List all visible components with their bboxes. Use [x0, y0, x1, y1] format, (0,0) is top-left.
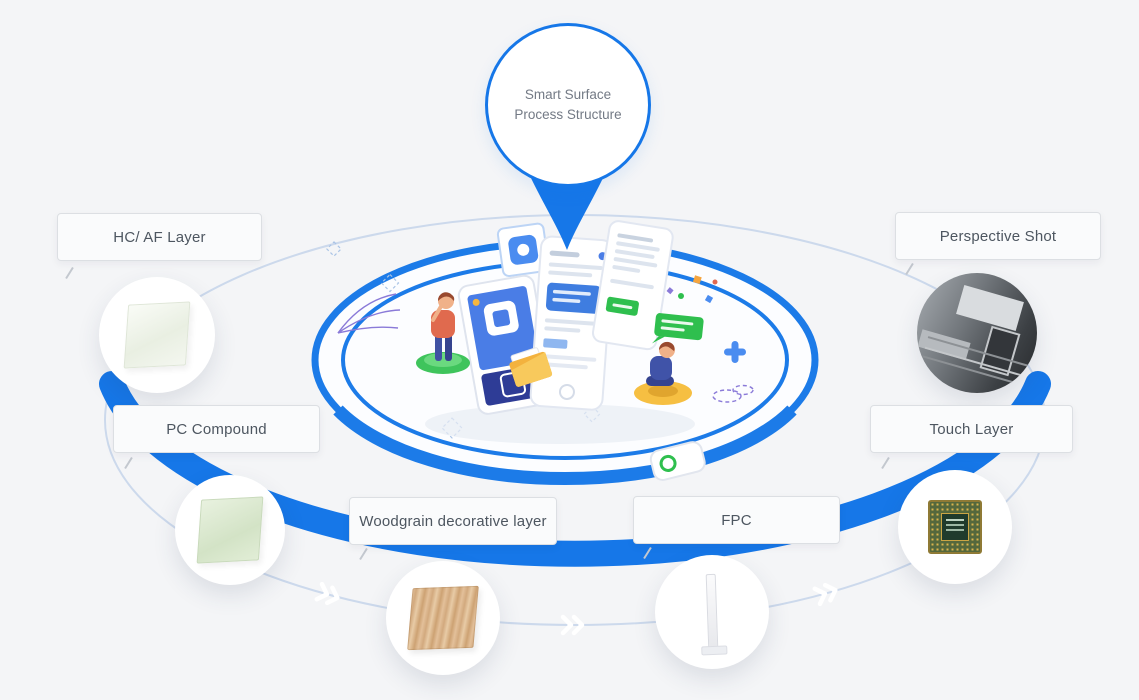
- sitting-person-illustration: [634, 341, 692, 405]
- chevron-right-icon: [560, 614, 585, 636]
- chevron-right-icon: [812, 582, 838, 607]
- circuit-photo-thumbnail: [917, 273, 1037, 393]
- node-perspective-shot: [917, 273, 1037, 393]
- device-box-illustration: [649, 441, 706, 481]
- chevron-right-icon: [314, 581, 340, 606]
- device-shadow: [425, 404, 695, 444]
- fpc-strip-thumbnail: [705, 573, 719, 651]
- pin-title: Smart Surface Process Structure: [485, 23, 651, 187]
- cpu-chip-core: [941, 513, 969, 541]
- label-perspective: Perspective Shot: [895, 212, 1101, 260]
- folder-icon: [509, 347, 553, 387]
- node-pc-compound: [175, 475, 285, 585]
- node-hc-af-layer: [99, 277, 215, 393]
- phone-right-illustration: [591, 220, 674, 351]
- phone-center-illustration: [529, 235, 614, 411]
- label-hc-af-layer: HC/ AF Layer: [57, 213, 262, 261]
- green-pc-sheet-thumbnail: [196, 496, 264, 564]
- node-fpc: [655, 555, 769, 669]
- cpu-chip-thumbnail: [928, 500, 982, 554]
- chat-bubble-icon: [652, 313, 704, 344]
- process-flow-arc: [99, 371, 1051, 567]
- label-woodgrain: Woodgrain decorative layer: [349, 497, 557, 545]
- signal-lines: [337, 293, 401, 334]
- label-pc-compound: PC Compound: [113, 405, 320, 453]
- label-fpc: FPC: [633, 496, 840, 544]
- node-woodgrain: [386, 561, 500, 675]
- confetti-decor: [666, 275, 718, 304]
- woodgrain-sheet-thumbnail: [407, 585, 479, 651]
- dashed-ellipse-decor: [712, 384, 754, 403]
- node-touch-layer: [898, 470, 1012, 584]
- app-card-illustration: [496, 222, 550, 278]
- plus-icon: [724, 341, 746, 363]
- clear-coating-sheet-thumbnail: [123, 301, 191, 369]
- standing-person-illustration: [416, 292, 470, 374]
- label-touch-layer: Touch Layer: [870, 405, 1073, 453]
